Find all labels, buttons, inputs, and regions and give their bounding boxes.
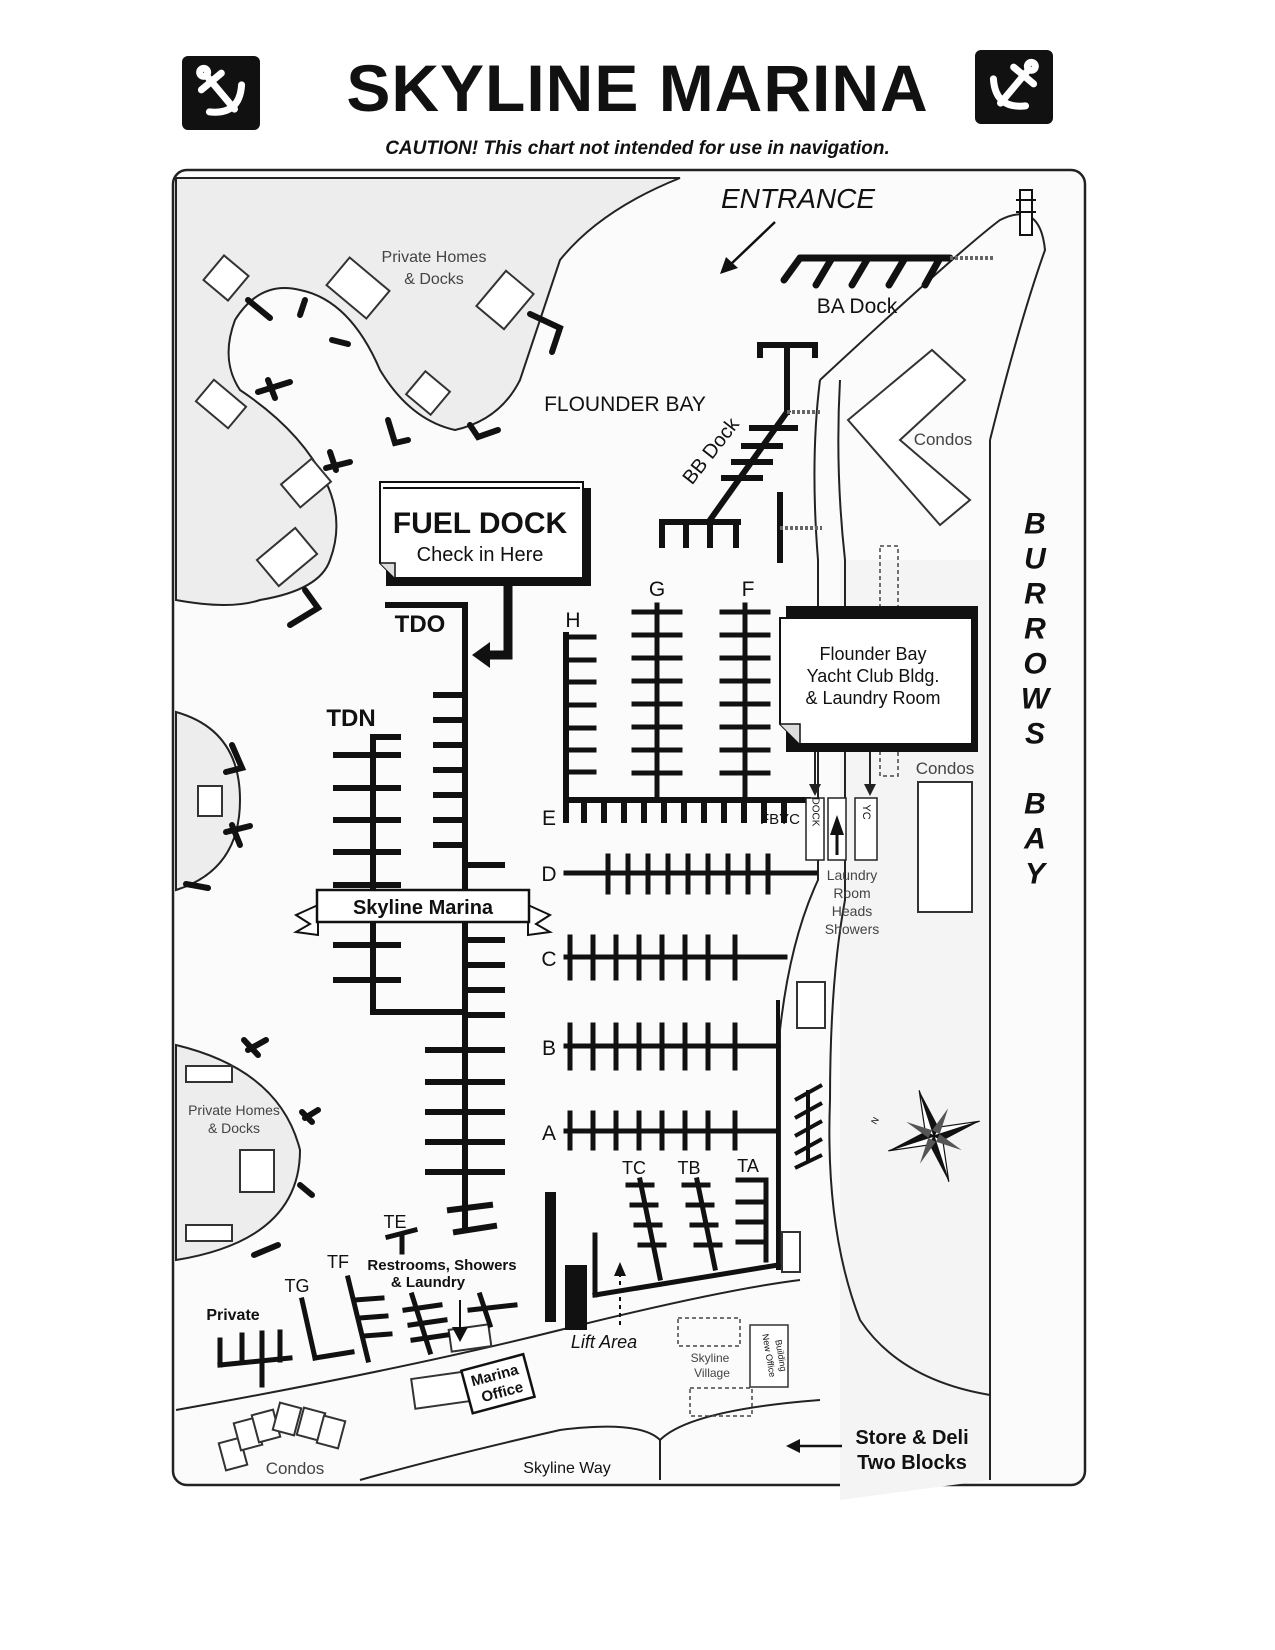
yc-building-line-2: Yacht Club Bldg. [807,666,940,686]
laundry-line-2: Room [833,885,870,901]
skyline-village-line-2: Village [694,1366,730,1380]
anchor-icon [182,56,260,130]
east-slips [794,1083,823,1170]
dock-f-label: F [742,578,755,601]
compass-rose-icon [888,1090,980,1182]
dock-c-label: C [541,948,556,971]
fuel-arrow-head-icon [472,642,490,668]
tdo-label: TDO [395,611,446,638]
laundry-line-3: Heads [832,903,872,919]
shorelines [175,213,1047,1481]
anchor-icon [975,50,1053,124]
dock-box [805,797,825,861]
skyline-village-line-1: Skyline [691,1351,730,1365]
marina-office [459,1352,537,1415]
laundry-line-4: Showers [825,921,879,937]
c-dock [563,934,788,981]
private-homes-top-line-1: Private Homes [382,249,487,266]
new-office-building [749,1324,789,1388]
skyline-way-label: Skyline Way [523,1460,610,1477]
condos-east-label: Condos [916,759,975,778]
lift-arrow-head-icon [614,1262,626,1276]
store-arrow-head-icon [786,1439,800,1453]
private-homes-top-line-2: & Docks [404,271,464,288]
tg-label: TG [285,1276,310,1296]
dock-b-label: B [542,1037,556,1060]
dock-h-label: H [565,609,580,632]
tf-label: TF [327,1252,349,1272]
ta-label: TA [737,1156,759,1176]
b-dock [563,1022,781,1071]
arrow-up-icon [830,815,844,835]
a-dock [563,1110,778,1151]
yc-building-line-3: & Laundry Room [805,688,940,708]
ba-dock-label: BA Dock [817,295,898,318]
private-label: Private [206,1307,259,1324]
h-dock [563,634,597,775]
arrow-down-icon [809,784,821,796]
dock-d-label: D [541,863,556,886]
private-homes-west-line-1: Private Homes [188,1102,280,1118]
laundry-line-1: Laundry [827,867,878,883]
dock-e-label: E [542,807,556,830]
arrow-down-icon [864,784,876,796]
fuel-dock-arrow-icon [485,585,513,660]
entrance-label: ENTRANCE [721,183,875,214]
tdn-label: TDN [326,705,375,732]
page-title: SKYLINE MARINA [346,51,929,125]
g-dock [631,602,683,803]
flounder-bay-label: FLOUNDER BAY [544,393,706,416]
skyline-marina-banner [292,888,554,937]
condos-southwest-label: Condos [266,1459,325,1478]
restrooms-arrow-head-icon [452,1327,468,1342]
lift-area [545,1192,587,1330]
caution-note: CAUTION! This chart not intended for use… [385,138,890,159]
lift-area-label: Lift Area [571,1332,637,1352]
lighthouse-icon [1016,189,1036,236]
dock-a-label: A [542,1122,556,1145]
tdn-dock [333,734,468,1015]
private-homes-west-line-2: & Docks [208,1120,260,1136]
dock-box-label: DOCK [810,798,821,827]
yc-arrows [814,752,871,790]
tc-label: TC [622,1158,646,1178]
tb-label: TB [677,1158,700,1178]
store-deli-line-2: Two Blocks [857,1452,967,1474]
ba-dock [780,254,954,289]
entrance-arrow-head-icon [720,257,738,274]
f-dock [719,602,771,803]
fuel-dock-title: FUEL DOCK [393,507,568,540]
yc-box [854,797,878,861]
restrooms-line-1: Restrooms, Showers [367,1257,516,1274]
store-deli-line-1: Store & Deli [855,1427,968,1449]
fbyc-label: FBYC [760,811,800,828]
yc-building-line-1: Flounder Bay [819,644,926,664]
condos-northeast-label: Condos [914,430,973,449]
yacht-club-building [779,606,978,752]
fuel-dock-sign [379,481,591,586]
buildings [185,254,973,1472]
compass-north-label: N [869,1115,881,1126]
banner-label: Skyline Marina [353,897,494,919]
private-docks [183,297,564,1258]
te-label: TE [383,1212,406,1232]
yc-box-label: YC [860,804,872,819]
d-dock [563,853,818,895]
t-docks [592,1177,781,1298]
burrows-bay-label: BURROWS BAY [1018,508,1052,893]
entrance-arrow [729,221,776,266]
south-docks [217,1226,518,1388]
restrooms-line-2: & Laundry [391,1274,466,1291]
dock-g-label: G [649,578,665,601]
fuel-dock-subtitle: Check in Here [417,544,544,566]
